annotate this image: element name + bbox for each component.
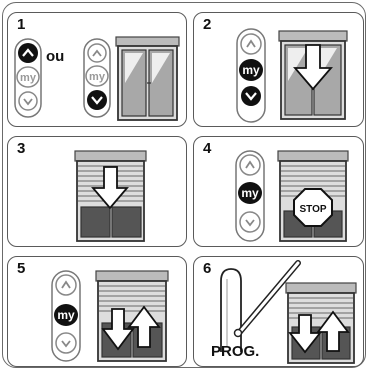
remote-control-back-icon xyxy=(221,269,241,352)
up-button-icon xyxy=(240,155,260,175)
prog-label: PROG. xyxy=(211,343,259,360)
step-4-panel: 4 my STOP xyxy=(193,136,364,247)
remote-control-icon: my xyxy=(84,39,110,117)
up-button-icon xyxy=(56,275,76,295)
svg-text:my: my xyxy=(20,72,37,84)
svg-text:my: my xyxy=(241,186,259,200)
remote-control-icon: my xyxy=(15,39,41,117)
svg-text:my: my xyxy=(89,71,106,83)
step-6-illustration: PROG. xyxy=(194,257,365,368)
step-1-illustration: my ou my xyxy=(8,13,188,128)
up-button-icon xyxy=(241,34,261,54)
svg-text:my: my xyxy=(242,63,260,77)
up-button-icon xyxy=(18,43,38,63)
step-1-panel: 1 my ou my xyxy=(7,12,187,127)
stop-label: STOP xyxy=(299,204,326,215)
remote-control-icon: my xyxy=(237,29,265,122)
step-2-panel: 2 my xyxy=(193,12,364,127)
step-4-illustration: my STOP xyxy=(194,137,365,248)
step-5-panel: 5 my xyxy=(7,256,187,367)
down-button-icon xyxy=(87,90,107,110)
remote-control-icon: my xyxy=(52,271,80,361)
shutter-icon xyxy=(286,283,356,363)
down-button-icon xyxy=(240,212,260,232)
step-3-panel: 3 xyxy=(7,136,187,247)
remote-control-icon: my xyxy=(236,151,264,241)
step-5-illustration: my xyxy=(8,257,188,368)
shutter-icon: STOP xyxy=(278,151,348,241)
step-6-panel: 6 PROG. xyxy=(193,256,364,367)
step-3-illustration xyxy=(8,137,188,248)
step-2-illustration: my xyxy=(194,13,365,128)
up-button-icon xyxy=(88,44,106,62)
window-icon xyxy=(116,37,179,120)
svg-text:my: my xyxy=(57,308,75,322)
down-button-icon xyxy=(241,86,261,106)
shutter-icon xyxy=(75,151,146,241)
down-button-icon xyxy=(19,92,37,110)
down-button-icon xyxy=(56,333,76,353)
shutter-icon xyxy=(279,31,347,119)
shutter-icon xyxy=(96,271,168,361)
or-label: ou xyxy=(46,48,64,65)
